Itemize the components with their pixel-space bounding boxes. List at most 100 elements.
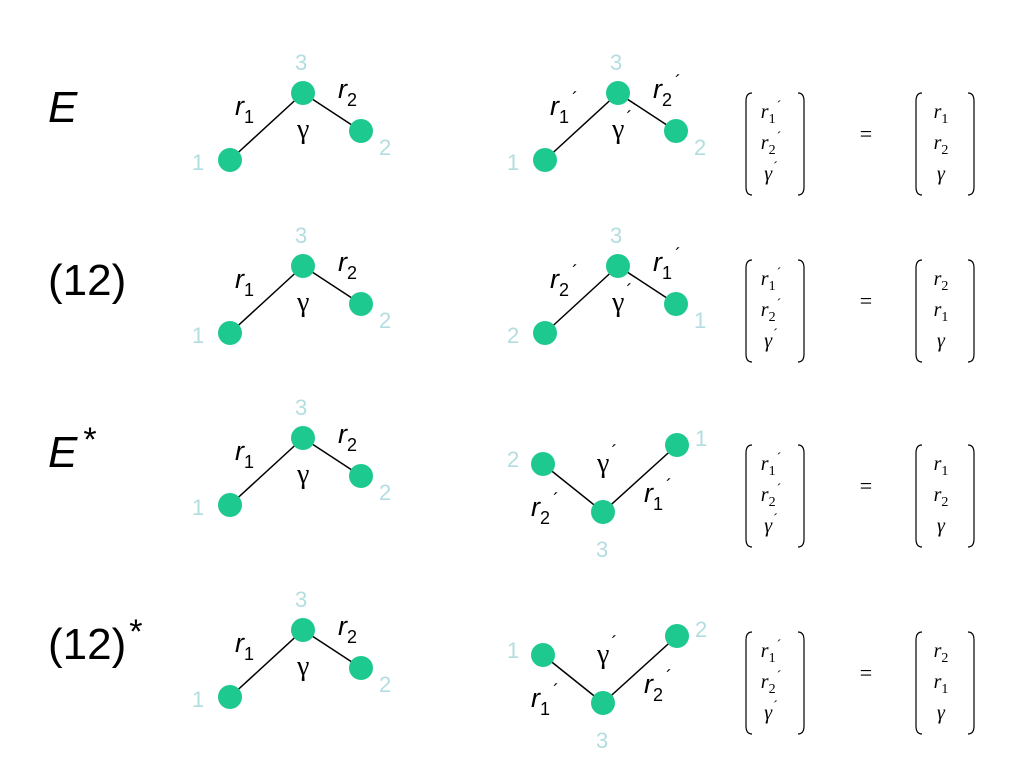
atom-number-apex: 3 [295, 50, 307, 75]
atom-right [664, 119, 688, 143]
bond-label-left: r1 [235, 264, 254, 300]
bond-label-right: r2 [338, 247, 357, 283]
angle-label: γ´ [596, 633, 617, 670]
atom-number-right: 1 [695, 426, 707, 451]
equals-sign: = [860, 473, 872, 498]
atom-right [665, 433, 689, 457]
operation-label: (12) [48, 256, 126, 305]
atom-number-left: 1 [192, 495, 204, 520]
atom-number-apex: 3 [295, 587, 307, 612]
bracket-left [745, 259, 753, 363]
angle-label: γ [296, 287, 309, 318]
atom-left [218, 493, 242, 517]
bond-left [542, 654, 604, 704]
atom-number-right: 2 [695, 617, 707, 642]
atom-right [349, 292, 373, 316]
matrix-entry: r1 [934, 101, 949, 127]
matrix-entry: r1´ [761, 266, 781, 294]
equals-sign: = [860, 288, 872, 313]
bond-right [602, 444, 678, 513]
bracket-left [745, 631, 753, 735]
angle-label: γ [296, 114, 309, 145]
bond-label-left: r1´ [550, 89, 578, 127]
matrix-entry: r1´ [761, 99, 781, 127]
operation-label: (12)* [48, 613, 142, 669]
atom-left [531, 452, 555, 476]
operation-label: E* [48, 421, 97, 477]
bond-left [229, 629, 304, 698]
atom-left [533, 148, 557, 172]
bond-label-right: r1´ [644, 476, 672, 514]
bond-left [544, 265, 619, 334]
atom-number-left: 1 [192, 687, 204, 712]
matrix-primed: r1´ r2´γ´ [745, 444, 805, 548]
matrix-entry: r2 [934, 132, 949, 158]
matrix-entry: r1´ [761, 451, 781, 479]
bond-left [229, 265, 304, 334]
matrix-entry: r2´ [761, 482, 781, 510]
matrix-entry: r2´ [761, 297, 781, 325]
atom-apex [591, 500, 615, 524]
bond-right [602, 635, 678, 704]
atom-number-left: 1 [192, 150, 204, 175]
matrix-entry: γ [937, 330, 946, 352]
bond-label-right: r2 [338, 611, 357, 647]
equals-sign: = [860, 121, 872, 146]
atom-number-apex: 3 [596, 728, 608, 753]
matrix-entry: r2 [934, 484, 949, 510]
bracket-right [797, 631, 805, 735]
matrix-entry: γ´ [764, 512, 778, 537]
atom-number-right: 1 [694, 308, 706, 333]
atom-left [531, 643, 555, 667]
bracket-right [967, 259, 975, 363]
bond-label-right: r2´ [644, 667, 672, 705]
bond-left [229, 437, 304, 506]
bond-label-left: r1´ [531, 681, 559, 719]
bracket-left [915, 92, 923, 196]
matrix-entry: γ [937, 515, 946, 537]
bracket-left [745, 444, 753, 548]
bracket-right [967, 92, 975, 196]
bond-label-right: r1´ [653, 245, 681, 283]
bond-left [542, 463, 604, 513]
matrix-entry: r2 [934, 640, 949, 666]
atom-apex [291, 426, 315, 450]
atom-number-right: 2 [379, 308, 391, 333]
atom-number-apex: 3 [295, 223, 307, 248]
matrix-entry: r1´ [761, 638, 781, 666]
atom-number-apex: 3 [295, 395, 307, 420]
atom-number-right: 2 [379, 135, 391, 160]
bracket-right [967, 444, 975, 548]
bracket-left [915, 444, 923, 548]
atom-number-left: 1 [192, 323, 204, 348]
matrix-entry: r2 [934, 268, 949, 294]
atom-number-left: 2 [507, 323, 519, 348]
atom-apex [606, 81, 630, 105]
bond-label-left: r1 [235, 91, 254, 127]
atom-number-apex: 3 [610, 223, 622, 248]
atom-apex [291, 81, 315, 105]
atom-number-right: 2 [694, 135, 706, 160]
bond-label-right: r2´ [653, 72, 681, 110]
atom-right [664, 292, 688, 316]
molecule-after: 1 3 2 r1´ r2´ γ´ [507, 617, 707, 753]
atom-right [349, 464, 373, 488]
bond-left [229, 92, 304, 161]
atom-number-apex: 3 [596, 537, 608, 562]
atom-number-left: 1 [507, 638, 519, 663]
bracket-left [745, 92, 753, 196]
matrix-entry: γ´ [764, 327, 778, 352]
bracket-right [967, 631, 975, 735]
